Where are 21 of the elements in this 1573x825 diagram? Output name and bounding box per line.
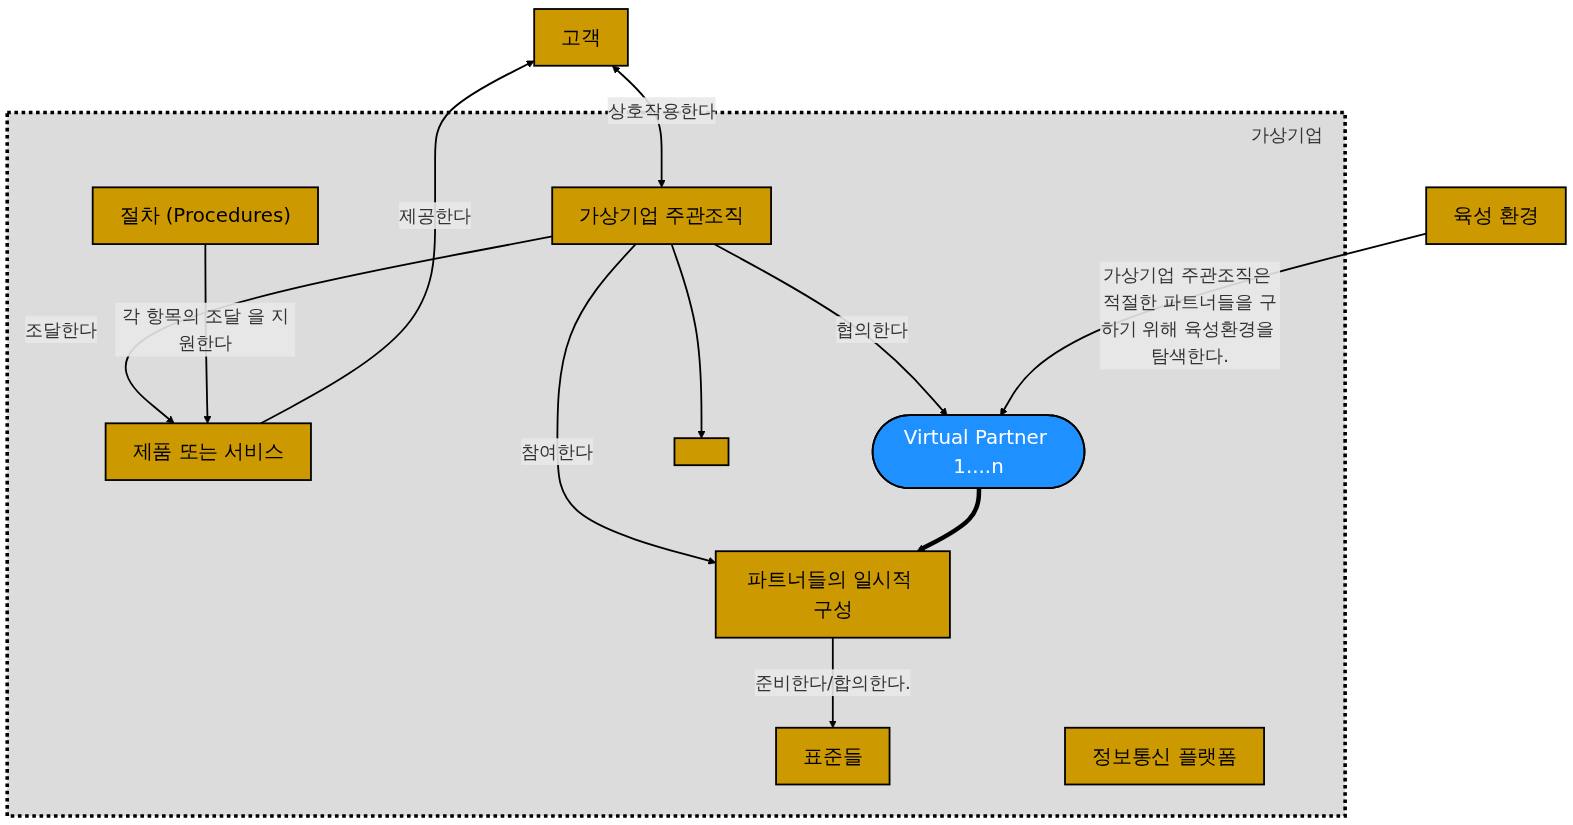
node-box: 육성 환경: [1425, 186, 1567, 245]
arrow: [713, 243, 948, 416]
node-box: [673, 437, 730, 467]
edge-label: 가상기업 주관조직은 적절한 파트너들을 구하기 위해 육성환경을 탐색한다.: [1100, 264, 1277, 367]
node-box: 가상기업 주관조직: [551, 186, 772, 245]
arrow: [670, 243, 706, 439]
arrow: [916, 488, 982, 552]
edge-label: 준비한다/합의한다.: [754, 671, 911, 694]
node-box: 고객: [533, 8, 629, 67]
edge-label: 협의한다: [836, 318, 909, 341]
edge-label: 상호작용한다: [607, 99, 716, 122]
node-box: 파트너들의 일시적 구성: [714, 550, 951, 639]
edge-label: 참여한다: [521, 440, 594, 463]
node-box: 절차 (Procedures): [91, 186, 319, 245]
node-box: 정보통신 플랫폼: [1064, 726, 1265, 786]
edge-label: 각 항목의 조달 을 지원한다: [121, 305, 289, 354]
node-box: 표준들: [775, 726, 891, 786]
node-box: 제품 또는 서비스: [104, 422, 312, 481]
edge-label: 제공한다: [399, 204, 472, 227]
arrow: [260, 60, 535, 425]
edge-label: 조달한다: [25, 318, 98, 341]
